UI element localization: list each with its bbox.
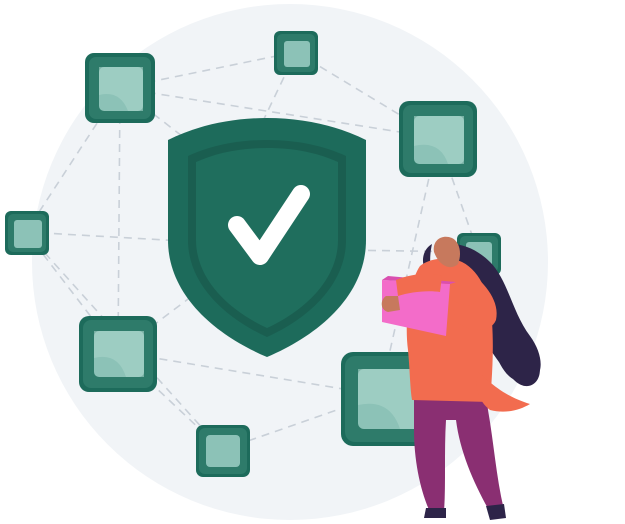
network-node-icon (5, 211, 49, 255)
network-node-icon (274, 31, 318, 75)
network-node-icon (85, 53, 155, 123)
network-node-icon (196, 425, 250, 477)
network-node-icon (79, 316, 157, 392)
woman-figure (381, 236, 541, 520)
network-node-icon (399, 101, 477, 177)
checkmark-icon (228, 185, 310, 265)
